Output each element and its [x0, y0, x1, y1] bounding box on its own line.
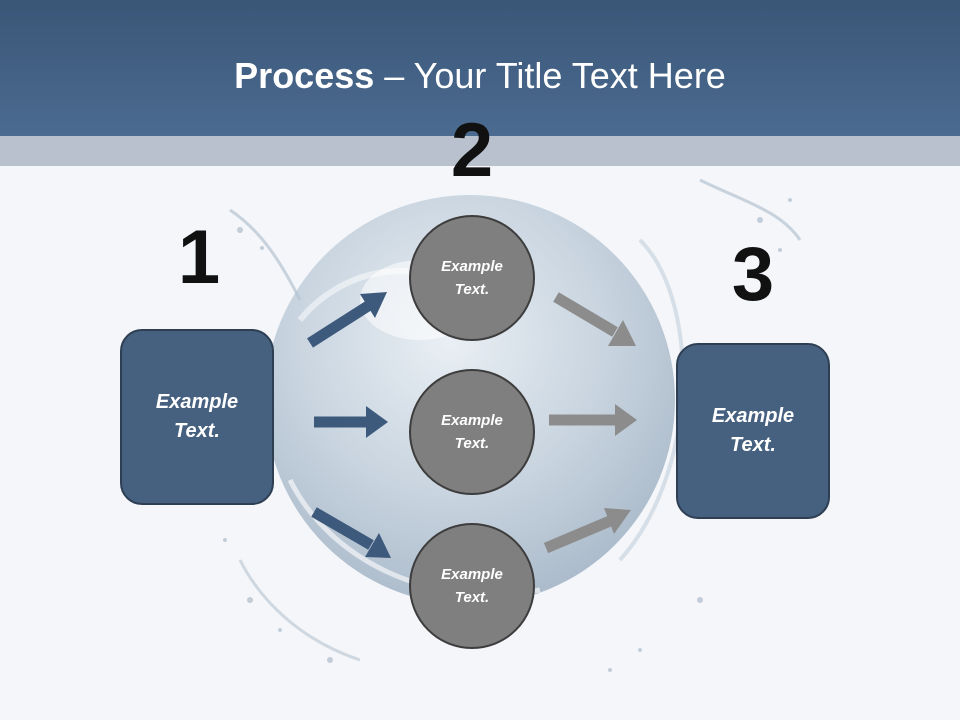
top-circle-text: Example Text. [441, 258, 503, 298]
bottom-circle-text: Example Text. [441, 566, 503, 606]
arrow-to-top-circle [307, 292, 387, 348]
title-bar [0, 0, 960, 136]
arrow-to-middle-circle [314, 406, 388, 438]
arrow-from-bottom-circle [543, 508, 631, 554]
step-number-3: 3 [731, 232, 775, 317]
right-step-box[interactable]: Example Text. [676, 343, 830, 519]
left-step-text: Example Text. [155, 391, 239, 442]
arrow-from-middle-circle [549, 404, 637, 436]
step-number-2: 2 [450, 108, 494, 193]
title-underline-band [0, 136, 960, 166]
step-number-1: 1 [177, 215, 221, 300]
slide-title-rest: – Your Title Text Here [374, 55, 726, 96]
bottom-circle[interactable]: Example Text. [409, 523, 535, 649]
slide-title: Process – Your Title Text Here [0, 54, 960, 98]
middle-circle[interactable]: Example Text. [409, 369, 535, 495]
middle-circle-text: Example Text. [441, 412, 503, 452]
arrow-to-bottom-circle [311, 507, 391, 558]
slide-title-bold: Process [234, 55, 375, 96]
top-circle[interactable]: Example Text. [409, 215, 535, 341]
left-step-box[interactable]: Example Text. [120, 329, 274, 505]
right-step-text: Example Text. [711, 405, 795, 456]
arrow-from-top-circle [553, 292, 636, 346]
